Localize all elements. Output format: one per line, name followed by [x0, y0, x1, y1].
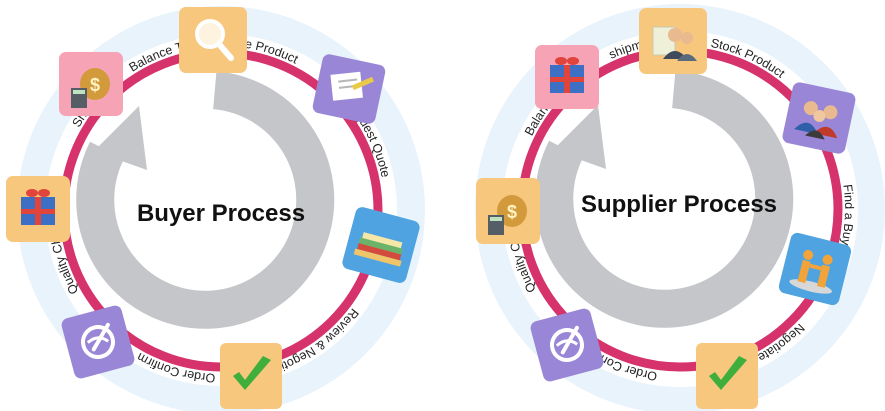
- document-pencil-icon: [330, 71, 374, 101]
- checkmark-icon: [233, 356, 271, 390]
- svg-text:$: $: [507, 202, 517, 222]
- supplier-step-upload-stock: [639, 8, 707, 74]
- supplier-step-shipment: [535, 45, 599, 109]
- gift-icon: [550, 57, 584, 93]
- svg-text:$: $: [90, 75, 100, 95]
- buyer-step-shipment: [6, 176, 70, 242]
- buyer-step-review-negotiate: [342, 207, 420, 283]
- buyer-title: Buyer Process: [137, 200, 305, 227]
- gift-icon: [21, 189, 55, 225]
- supplier-title: Supplier Process: [581, 191, 777, 218]
- supplier-step-confirm: [696, 343, 758, 409]
- buyer-step-order-confirm: [61, 305, 135, 379]
- handshake-icon: [789, 249, 833, 294]
- buyer-cycle-arrow-icon: [76, 71, 335, 329]
- supplier-cycle: Supplier Process Upload Stock Product Fi…: [475, 4, 885, 411]
- magnifier-icon: [195, 19, 234, 61]
- supplier-step-find-buyer: [782, 82, 856, 154]
- people-group-icon: [794, 101, 838, 140]
- business-people-icon: [652, 26, 697, 61]
- supplier-step-order-confirm: [530, 308, 604, 382]
- papers-tray-icon: [353, 232, 403, 267]
- buyer-step-request-quote: [312, 54, 386, 124]
- supplier-step-balance-tt: $: [476, 178, 540, 244]
- stamp-icon: [550, 325, 584, 362]
- checkmark-icon: [709, 356, 747, 390]
- buyer-step-balance-tt: $: [59, 52, 123, 116]
- buyer-cycle: Buyer Process Browse Product Request Quo…: [6, 6, 425, 411]
- buyer-step-confirm: [220, 343, 282, 409]
- buyer-step-browse-product: [179, 7, 247, 73]
- supplier-cycle-arrow-icon: [535, 70, 794, 328]
- money-calculator-icon: $: [71, 68, 110, 108]
- supplier-step-negotiate: [778, 232, 852, 306]
- money-calculator-icon: $: [488, 195, 527, 235]
- stamp-icon: [81, 322, 115, 359]
